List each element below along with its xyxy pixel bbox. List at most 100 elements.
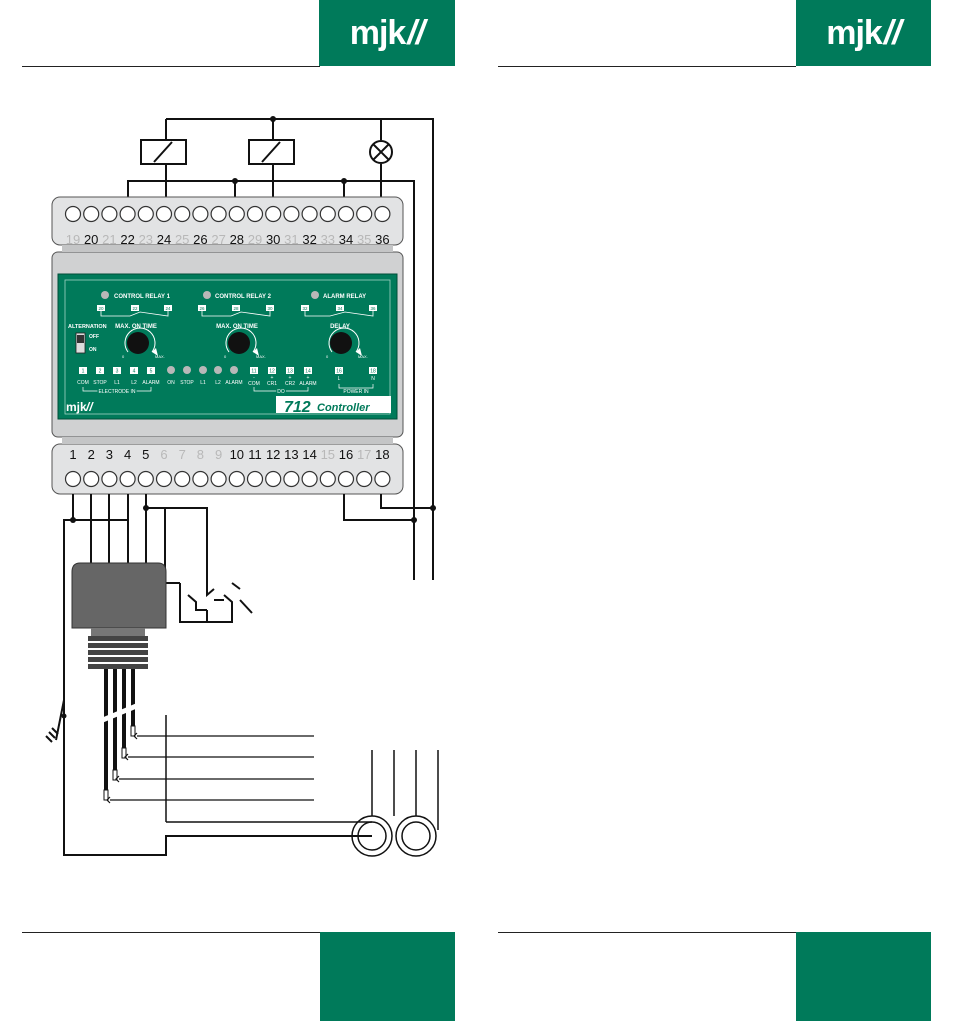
led-label: L2 [215, 380, 221, 386]
top-terminal-number: 23 [139, 232, 153, 247]
electrode-label: ALARM [142, 380, 159, 386]
top-terminal-number: 20 [84, 232, 98, 247]
do-output-label: CR2 [285, 381, 295, 387]
power-in-label: POWER IN [343, 389, 369, 395]
bottom-wiring [63, 494, 433, 856]
terminal-screw-top [246, 205, 264, 223]
terminal-screw-bottom [374, 470, 391, 488]
top-terminal-number: 29 [248, 232, 262, 247]
do-output-label: COM [248, 381, 260, 387]
do-signs: -+++ [253, 375, 309, 381]
power-terminal-number: 18 [370, 369, 376, 375]
knob3[interactable] [328, 327, 362, 356]
terminal-screw-top [356, 205, 373, 223]
logo-slashes-icon: // [883, 13, 902, 52]
top-terminal-number: 34 [339, 232, 353, 247]
terminal-screw-bottom [174, 470, 191, 488]
electrode-terminal-box [79, 367, 87, 374]
top-terminal-number: 35 [357, 232, 371, 247]
model-number: 712 [284, 399, 311, 416]
alarm-term: 36 [370, 306, 376, 311]
footer-rule-right [498, 932, 796, 933]
do-terminal-box [250, 367, 258, 374]
terminal-screw-top [301, 205, 318, 223]
terminal-screw-bottom [119, 470, 136, 488]
do-terminal-number: 14 [305, 369, 311, 375]
led-label: L1 [200, 380, 206, 386]
knob1[interactable] [124, 327, 158, 356]
relay2-term: 26 [199, 306, 205, 311]
terminal-screw-top [228, 205, 245, 223]
power-terminal-number: 16 [336, 369, 342, 375]
relay1-term: 24 [165, 306, 171, 311]
knob1-max: MAX. [155, 354, 165, 359]
terminal-screw-top [101, 205, 118, 223]
top-terminal-number: 30 [266, 232, 280, 247]
do-terminal-number: 13 [287, 369, 293, 375]
electrode-terminal-number: 5 [150, 369, 153, 375]
relay-coil-1 [140, 139, 187, 165]
panel-logo-slashes-icon: // [85, 400, 94, 414]
electrode-rods [104, 669, 135, 800]
electrode-terminal-number: 4 [133, 369, 136, 375]
top-terminal-number: 36 [375, 232, 389, 247]
bottom-terminal-number: 14 [302, 447, 316, 462]
bottom-terminal-number: 15 [321, 447, 335, 462]
status-led [214, 366, 222, 374]
terminal-screw-bottom [137, 470, 154, 488]
terminal-screw-top [155, 205, 173, 223]
terminal-screw-top [192, 205, 209, 223]
terminal-screw-top [210, 205, 227, 223]
status-leds [167, 366, 238, 374]
knob1-label: MAX. ON TIME [115, 324, 157, 330]
logo-text: mjk [349, 13, 407, 52]
knob2[interactable] [225, 327, 259, 356]
bottom-terminal-number: 11 [248, 447, 262, 462]
do-terminal-box [304, 367, 312, 374]
electrode-terminal-number: 3 [116, 369, 119, 375]
terminal-screw-top [174, 205, 191, 223]
alarm-terminals: 32 34 36 [301, 305, 377, 317]
bottom-terminal-number: 12 [266, 447, 280, 462]
top-terminal-number: 28 [230, 232, 244, 247]
top-terminal-screws [64, 205, 391, 223]
alternation-label: ALTERNATION [68, 324, 107, 330]
logo-slashes-icon: // [407, 13, 425, 52]
power-bracket [338, 384, 374, 389]
terminal-screw-top [337, 205, 355, 223]
led-label: ON [167, 380, 175, 386]
relay2-term: 30 [267, 306, 273, 311]
terminal-screw-top [119, 205, 136, 223]
top-terminal-number: 32 [302, 232, 316, 247]
status-led [230, 366, 238, 374]
do-bracket [253, 387, 309, 392]
rod-break-mark [97, 701, 142, 725]
bottom-terminal-number: 2 [88, 447, 95, 462]
header-rule-left [22, 66, 320, 67]
power-label: N [371, 376, 375, 382]
terminal-screw-bottom [192, 470, 209, 488]
do-sign: - [253, 375, 255, 381]
bottom-terminal-number: 7 [179, 447, 186, 462]
top-terminal-number: 21 [102, 232, 116, 247]
alternation-switch-lever [77, 335, 84, 343]
terminal-screw-top [265, 205, 282, 223]
status-led [199, 366, 207, 374]
switch-off-label: OFF [89, 334, 99, 340]
relay1-term: 22 [132, 306, 138, 311]
electrode-label: L1 [114, 380, 120, 386]
terminal-screw-bottom [301, 470, 318, 488]
electrode-terminal-box [147, 367, 155, 374]
model-name: Controller [317, 402, 370, 414]
terminal-screw-top [83, 205, 100, 223]
electrode-terminal-number: 1 [82, 369, 85, 375]
tank-icon [165, 715, 439, 857]
bottom-terminal-number: 13 [284, 447, 298, 462]
do-output-label: CR1 [267, 381, 277, 387]
power-terminal-box [335, 367, 343, 374]
electrode-terminal-box [96, 367, 104, 374]
top-terminal-number: 31 [284, 232, 298, 247]
